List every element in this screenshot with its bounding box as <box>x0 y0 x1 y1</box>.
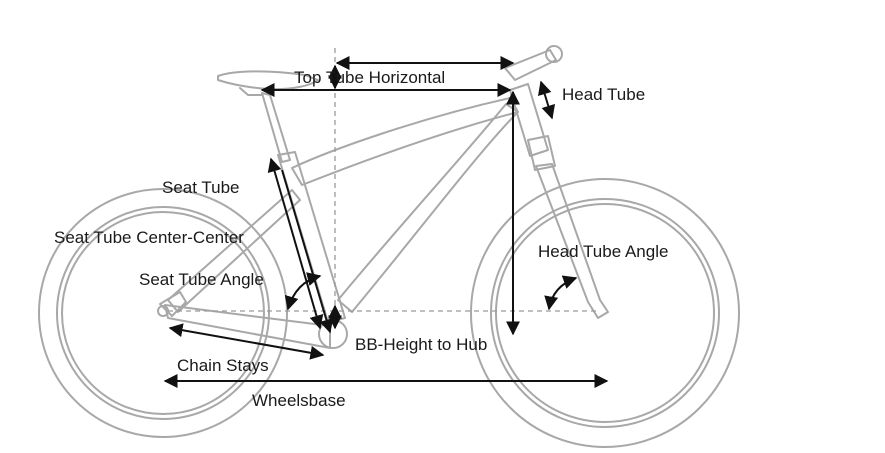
seat-stay <box>167 189 301 313</box>
front-wheel <box>470 178 740 448</box>
dimension-arrows <box>163 56 609 388</box>
handlebar <box>545 45 563 63</box>
head-tube-label: Head Tube <box>562 85 646 104</box>
down-tube <box>337 103 519 313</box>
wheelsbase-label: Wheelsbase <box>252 391 346 410</box>
head-tube-arrow <box>537 80 556 120</box>
head-tube-angle-label: Head Tube Angle <box>538 242 669 261</box>
seat-tube-center-center-label: Seat Tube Center-Center <box>54 228 244 247</box>
top-tube-horizontal-label: Top Tube Horizontal <box>294 68 446 87</box>
bb-height-to-hub-label: BB-Height to Hub <box>355 335 488 354</box>
seat-post <box>261 92 291 163</box>
saddle-rail <box>239 87 263 96</box>
bike-frame <box>159 45 609 349</box>
seat-tube-angle-arc <box>284 272 322 311</box>
rear-dropout <box>159 291 187 317</box>
fork-crown <box>527 135 556 171</box>
head-tube-angle-arc <box>544 275 578 311</box>
seat-tube-angle-label: Seat Tube Angle <box>139 270 264 289</box>
chain-stays-label: Chain Stays <box>177 356 269 375</box>
seat-tube-label: Seat Tube <box>162 178 240 197</box>
bottom-bracket <box>318 319 348 349</box>
top-tube <box>291 97 519 186</box>
seat-tube-arrow <box>267 157 324 330</box>
chain-stays-arrow <box>168 323 325 360</box>
stem <box>504 49 557 81</box>
seat-tube-center-arrow <box>281 169 334 334</box>
head-tube <box>509 83 549 157</box>
fork-leg <box>535 163 609 319</box>
